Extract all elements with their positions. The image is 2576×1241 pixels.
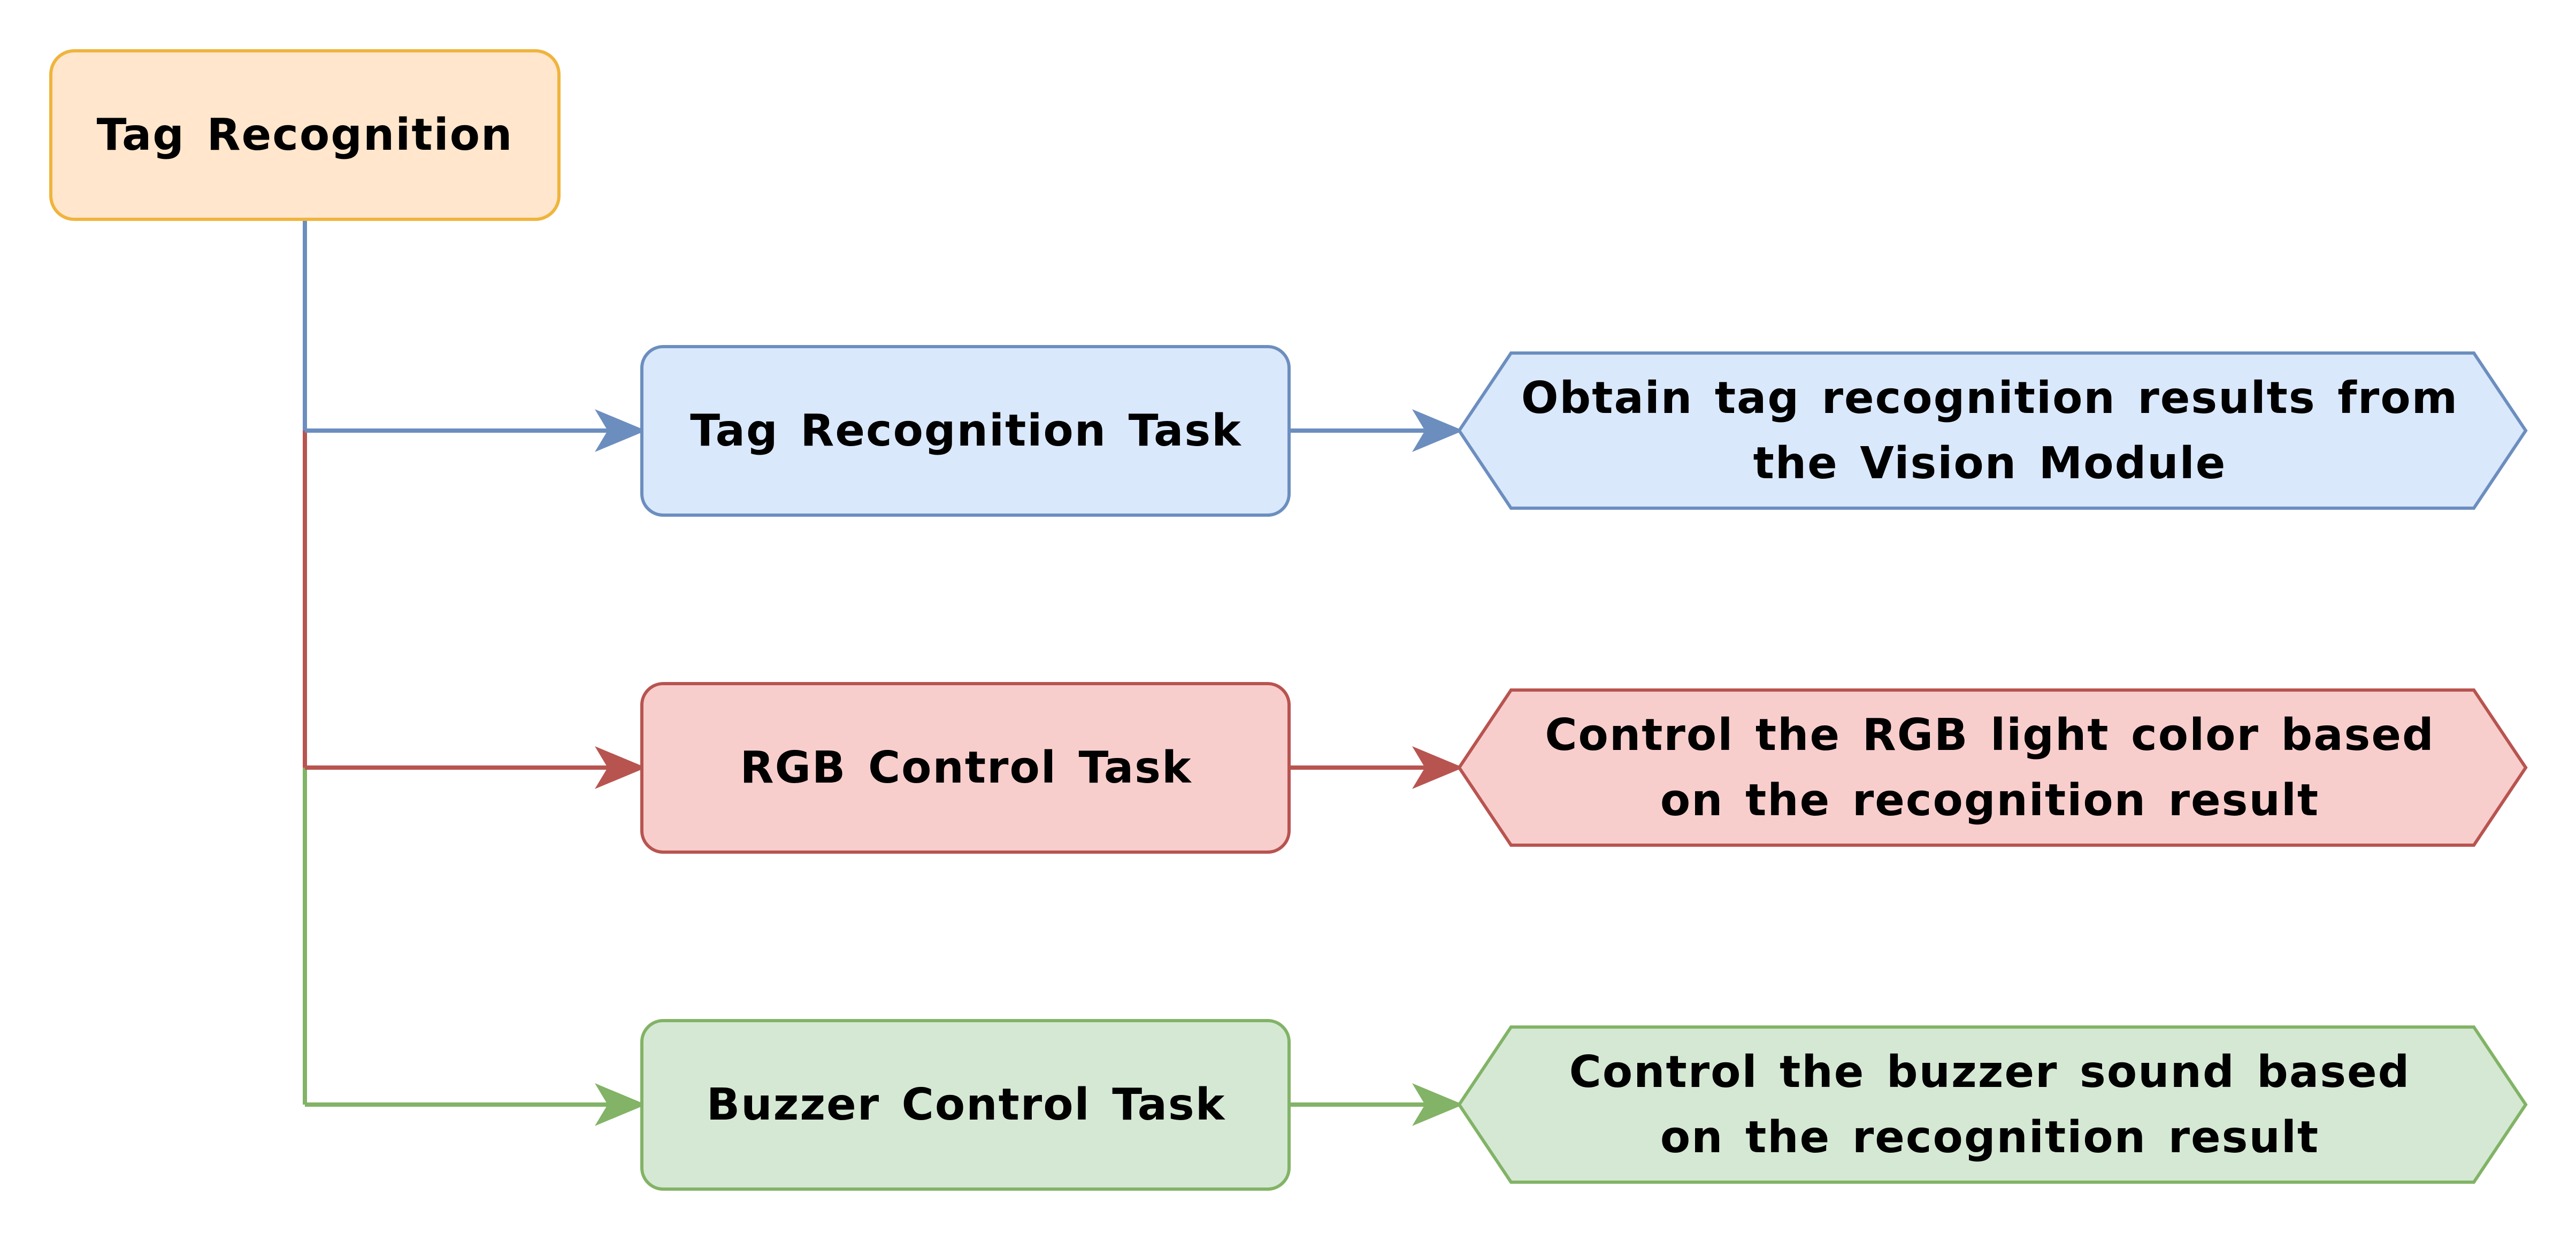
task-label-tag-recognition: Tag Recognition Task bbox=[690, 405, 1242, 456]
description-label-rgb-light: Control the RGB light color based on the… bbox=[1545, 710, 2435, 826]
description-label-buzzer-sound: Control the buzzer sound based on the re… bbox=[1569, 1047, 2411, 1163]
task-node-rgb-control bbox=[640, 682, 1291, 854]
root-node-label: Tag Recognition bbox=[96, 109, 513, 160]
description-node-buzzer-sound bbox=[1457, 1025, 2528, 1184]
task-label-buzzer-control: Buzzer Control Task bbox=[706, 1079, 1226, 1130]
description-node-vision-module bbox=[1457, 351, 2528, 510]
task-label-rgb-control: RGB Control Task bbox=[740, 742, 1192, 793]
root-node bbox=[49, 49, 561, 221]
task-node-buzzer-control bbox=[640, 1019, 1291, 1191]
description-label-vision-module: Obtain tag recognition results from the … bbox=[1521, 373, 2459, 489]
description-node-rgb-light bbox=[1457, 688, 2528, 847]
task-node-tag-recognition bbox=[640, 345, 1291, 517]
